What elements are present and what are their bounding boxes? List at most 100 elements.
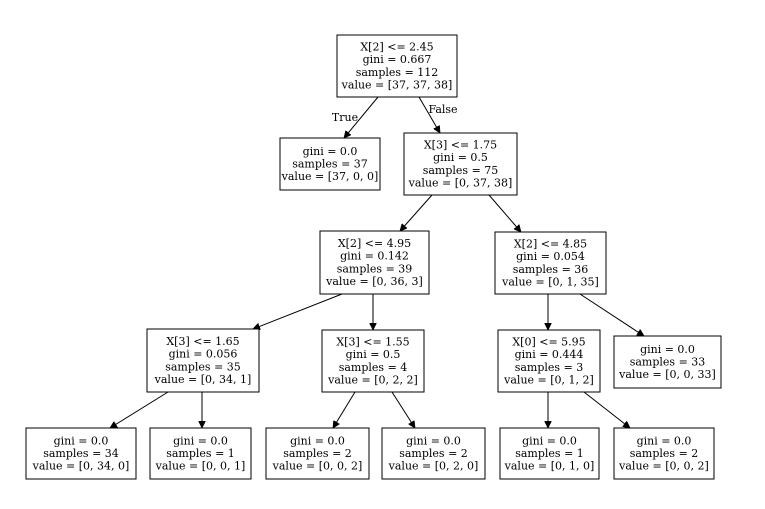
node-text-line: value = [0, 0, 2] [618,460,709,473]
edge-arrow [583,391,630,428]
node-text-line: samples = 33 [630,356,706,369]
node-text-line: X[3] <= 1.75 [424,139,497,152]
edge-n5-n9 [110,391,169,429]
node-text-line: samples = 2 [630,447,699,460]
edges-layer: True False [110,96,644,429]
node-text-line: gini = 0.0 [406,434,461,447]
node-text-line: samples = 3 [515,361,584,374]
node-text-line: samples = 4 [339,361,408,374]
node-text-line: gini = 0.5 [433,151,488,164]
edge-arrow [110,391,169,429]
node-text-line: gini = 0.444 [515,348,584,361]
node-text-line: gini = 0.5 [346,348,401,361]
node-text-line: samples = 75 [423,164,499,177]
node-text-line: X[3] <= 1.55 [336,336,409,349]
node-box [403,132,518,196]
node-text-line: value = [0, 36, 3] [325,275,423,288]
edge-label-true: True [332,111,358,124]
edge-arrow [391,391,415,428]
node-text-line: gini = 0.056 [169,348,238,361]
node-text-line: value = [0, 37, 38] [408,176,513,189]
edge-n6-n11 [332,391,356,428]
node-text-line: value = [0, 1, 2] [503,373,594,386]
node-text-line: samples = 112 [356,66,439,79]
node-text-line: gini = 0.0 [290,434,345,447]
node-text-line: value = [0, 0, 1] [155,460,246,473]
node-text-line: samples = 35 [165,360,241,373]
node-text-line: samples = 2 [283,447,352,460]
node-box [336,34,458,98]
edge-n4-n8 [579,293,644,336]
node-text-line: gini = 0.0 [54,434,109,447]
node-text-line: value = [37, 37, 38] [341,78,453,91]
node-text-line: samples = 34 [43,447,119,460]
node-text-line: X[2] <= 4.85 [514,238,587,251]
node-text-line: samples = 39 [337,262,413,275]
node-text-line: value = [0, 0, 2] [272,460,363,473]
node-text-line: X[2] <= 2.45 [360,41,433,54]
edge-arrow [344,96,379,138]
node-text-line: samples = 36 [513,263,589,276]
node-text-line: gini = 0.054 [516,250,585,263]
node-box [613,335,722,389]
node-text-line: gini = 0.0 [303,145,358,158]
node-box [25,427,137,480]
node-box [149,427,252,480]
edge-arrow [488,194,521,232]
node-box [279,137,381,191]
node-text-line: samples = 1 [515,447,584,460]
node-text-line: value = [0, 1, 0] [504,460,595,473]
node-text-line: gini = 0.0 [640,343,695,356]
node-text-line: value = [0, 34, 1] [154,373,252,386]
edge-n7-n14 [583,391,630,428]
node-box [265,427,370,480]
node-text-line: gini = 0.0 [637,434,692,447]
node-text-line: gini = 0.667 [363,53,432,66]
node-text-line: X[0] <= 5.95 [512,336,585,349]
node-text-line: value = [0, 2, 2] [327,373,418,386]
node-text-line: gini = 0.142 [340,250,409,263]
edge-arrow [579,293,644,336]
node-text-line: samples = 37 [292,158,368,171]
edge-n0-n1: True [332,96,379,138]
edge-n3-n5 [253,293,343,329]
edge-n2-n3 [400,194,433,231]
node-box [613,427,715,480]
edge-n0-n2: False [418,96,458,133]
node-box [319,230,430,295]
edge-arrow [332,391,356,428]
edge-n6-n12 [391,391,415,428]
node-text-line: X[2] <= 4.95 [338,237,411,250]
edge-n2-n4 [488,194,521,232]
node-text-line: value = [0, 0, 33] [618,368,716,381]
node-box [146,328,260,393]
node-text-line: gini = 0.0 [522,434,577,447]
edge-arrow [400,194,433,231]
node-text-line: gini = 0.0 [173,434,228,447]
node-text-line: X[3] <= 1.65 [166,335,239,348]
node-text-line: samples = 1 [166,447,235,460]
node-box [499,427,600,480]
node-text-line: value = [0, 34, 0] [32,460,130,473]
edge-label-false: False [428,103,457,116]
node-text-line: value = [0, 2, 0] [388,460,479,473]
node-box [381,427,486,480]
node-text-line: value = [37, 0, 0] [281,170,379,183]
edge-arrow [418,96,441,133]
node-box [321,329,425,393]
